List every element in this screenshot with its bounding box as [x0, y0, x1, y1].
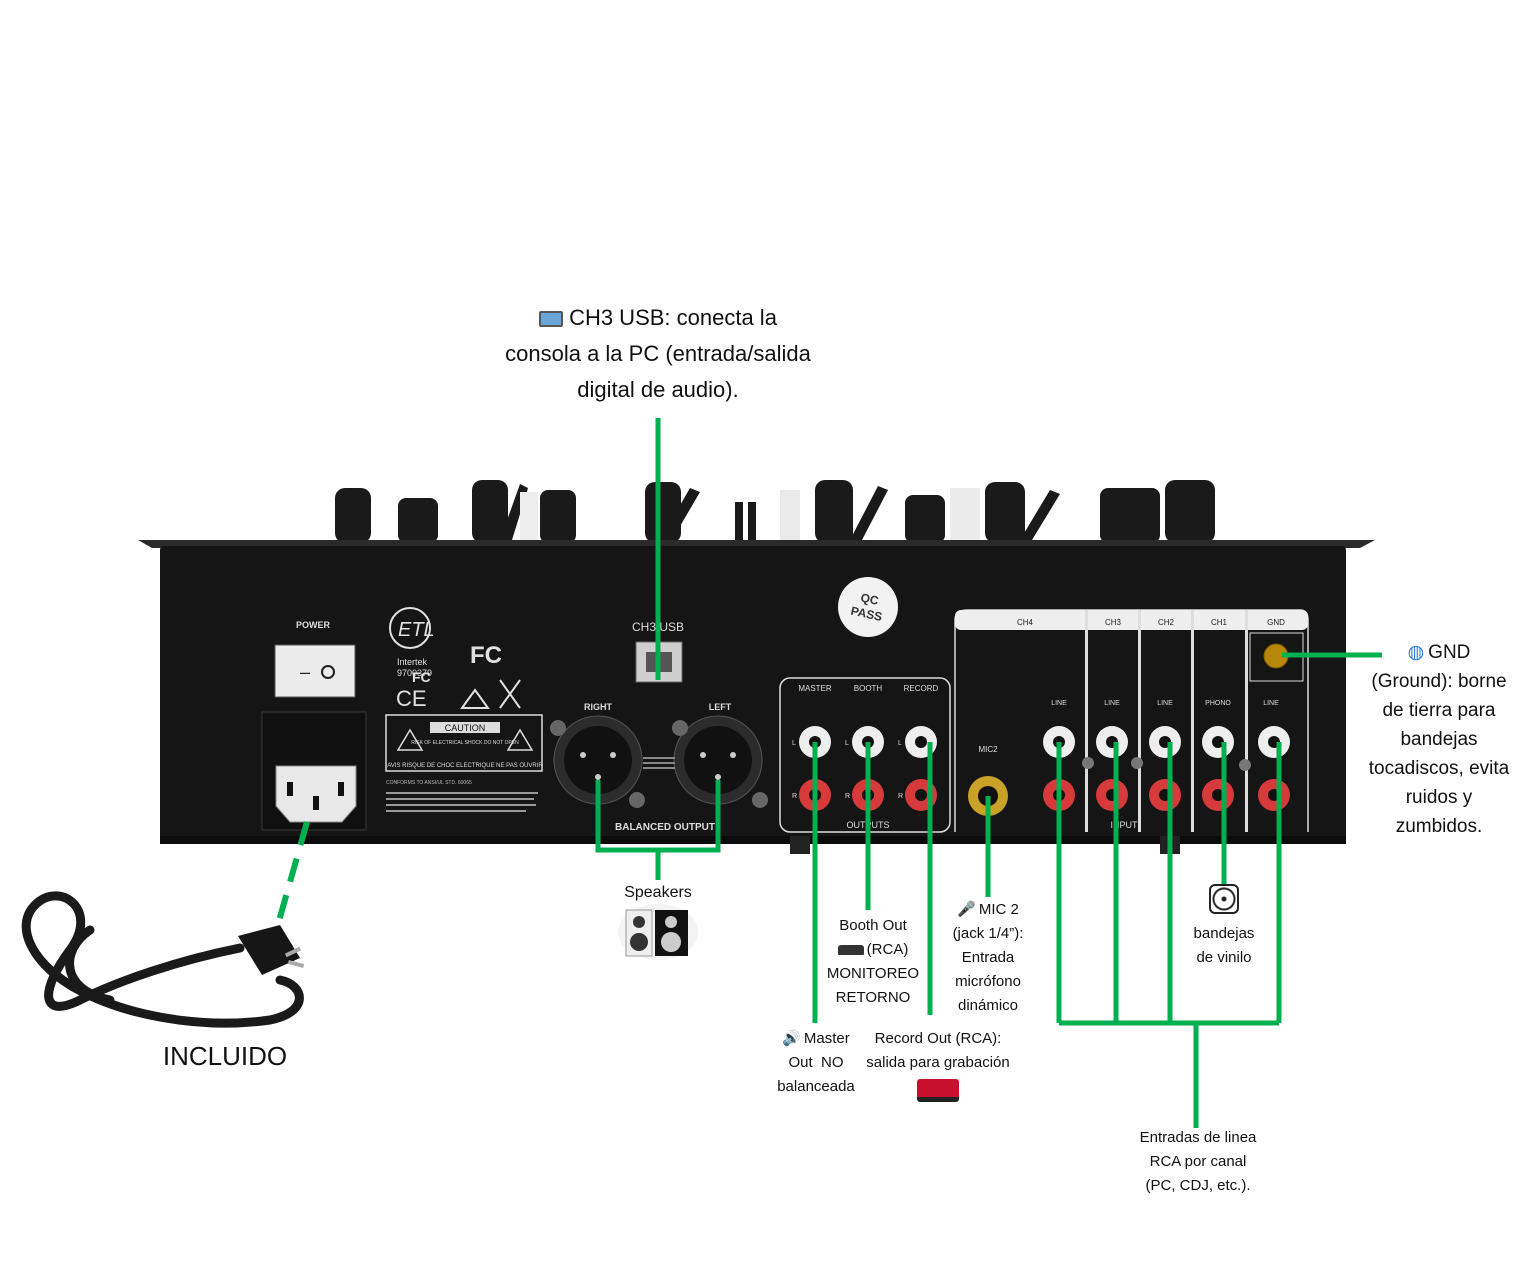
included-label: INCLUIDO: [162, 1041, 288, 1071]
fc-logo: FC: [470, 642, 502, 669]
svg-text:Intertek: Intertek: [397, 657, 428, 667]
power-plug-icon: [238, 925, 305, 975]
gnd-callout-line2: (Ground): borne: [1371, 671, 1507, 692]
power-switch[interactable]: [274, 644, 356, 698]
svg-text:L: L: [792, 740, 796, 747]
turntable-callout-line1: bandejas: [1193, 925, 1255, 942]
svg-text:R: R: [845, 793, 850, 800]
svg-text:CONFORMS TO ANSI/UL STD. 60065: CONFORMS TO ANSI/UL STD. 60065: [386, 780, 472, 786]
qc-pass-sticker: [838, 577, 898, 637]
master-callout-line3: balanceada: [777, 1078, 855, 1095]
outputs-block: [779, 677, 951, 833]
mic-callout: 🎤MIC 2 (jack 1/4”): Entrada micrófono di…: [928, 898, 1048, 1018]
gnd-callout-line6: ruidos y: [1405, 787, 1473, 808]
svg-text:GND: GND: [1267, 618, 1285, 627]
svg-text:CH4: CH4: [1017, 618, 1034, 627]
laptop-icon: [539, 311, 564, 328]
xlr-left-output[interactable]: [673, 715, 763, 805]
svg-text:INPUT: INPUT: [1111, 820, 1139, 830]
gnd-callout-line4: bandejas: [1400, 729, 1478, 750]
turntable-callout-line2: de vinilo: [1196, 949, 1252, 966]
master-callout-line2: Out NO: [788, 1054, 844, 1071]
svg-text:LINE: LINE: [1104, 700, 1120, 707]
usb-callout-line2: consola a la PC (entrada/salida: [505, 341, 811, 366]
svg-text:CH2: CH2: [1158, 618, 1175, 627]
svg-text:RECORD: RECORD: [904, 684, 939, 693]
mic-callout-line4: micrófono: [955, 973, 1021, 990]
recorder-icon: [917, 1079, 959, 1102]
record-callout-line1: Record Out (RCA):: [874, 1030, 1002, 1047]
svg-text:ETL: ETL: [398, 619, 435, 641]
cable-callout: INCLUIDO: [150, 1038, 300, 1074]
record-callout: Record Out (RCA): salida para grabación: [858, 1027, 1018, 1110]
master-callout: 🔊Master Out NO balanceada: [760, 1027, 872, 1099]
certification-marks: ETL FC FC Intertek 9700379 CE: [389, 607, 521, 711]
svg-text:LEFT: LEFT: [709, 702, 732, 712]
svg-text:L: L: [898, 740, 902, 747]
monitor-wedge-icon: [837, 945, 864, 956]
globe-icon: ◍: [1407, 642, 1425, 663]
svg-text:BOOTH: BOOTH: [854, 684, 883, 693]
booth-callout-line3: MONITOREO: [826, 965, 920, 982]
line-callout-line1: Entradas de linea: [1139, 1129, 1257, 1146]
gnd-callout-line5: tocadiscos, evita: [1368, 758, 1510, 779]
turntable-callout: bandejas de vinilo: [1174, 884, 1274, 970]
power-label: POWER: [296, 620, 331, 630]
svg-text:9700379: 9700379: [397, 668, 432, 678]
record-callout-line2: salida para grabación: [866, 1054, 1010, 1071]
svg-text:FC: FC: [412, 669, 431, 685]
svg-text:QC: QC: [859, 590, 880, 608]
power-cable-icon: [21, 891, 304, 1028]
svg-text:RISK OF ELECTRICAL SHOCK DO NO: RISK OF ELECTRICAL SHOCK DO NOT OPEN: [411, 740, 519, 746]
mic-callout-line1: MIC 2: [978, 901, 1019, 918]
speakers-callout: Speakers: [598, 881, 718, 905]
svg-text:CAUTION: CAUTION: [445, 723, 486, 733]
booth-callout-line4: RETORNO: [835, 989, 911, 1006]
top-controls: [335, 480, 1215, 543]
xlr-right-output[interactable]: [553, 715, 643, 805]
mic-callout-line2: (jack 1/4”):: [952, 925, 1024, 942]
speakers-label: Speakers: [624, 884, 692, 901]
svg-text:CH1: CH1: [1211, 618, 1228, 627]
gnd-callout-line1: GND: [1428, 642, 1471, 663]
svg-text:AVIS RISQUE DE CHOC ELECTRIQU: AVIS RISQUE DE CHOC ELECTRIQUE NE PAS OU…: [387, 763, 543, 769]
usb-callout: CH3 USB: conecta la consola a la PC (ent…: [498, 300, 818, 408]
svg-text:LINE: LINE: [1263, 700, 1279, 707]
mic-callout-line5: dinámico: [957, 997, 1019, 1014]
gnd-callout: ◍GND (Ground): borne de tierra para band…: [1364, 638, 1514, 841]
speaker-volume-icon: 🔊: [782, 1030, 801, 1047]
svg-text:R: R: [898, 793, 903, 800]
svg-text:CH3: CH3: [1105, 618, 1122, 627]
svg-text:RIGHT: RIGHT: [584, 702, 613, 712]
svg-text:LINE: LINE: [1157, 700, 1173, 707]
microphone-icon: 🎤: [957, 901, 976, 918]
svg-text:MASTER: MASTER: [798, 684, 832, 693]
turntable-icon: [1209, 884, 1239, 914]
caution-box: [385, 714, 543, 772]
gnd-callout-line3: de tierra para: [1382, 700, 1496, 721]
usb-callout-line3: digital de audio).: [577, 377, 739, 402]
connector-lines: [272, 418, 1382, 1128]
mic-callout-line3: Entrada: [961, 949, 1015, 966]
svg-text:R: R: [792, 793, 797, 800]
booth-callout-line2: (RCA): [866, 941, 909, 958]
svg-text:PASS: PASS: [850, 604, 884, 624]
svg-text:PHONO: PHONO: [1205, 700, 1231, 707]
line-callout-line3: (PC, CDJ, etc.).: [1145, 1177, 1251, 1194]
svg-text:CE: CE: [396, 686, 427, 711]
master-callout-line1: Master: [803, 1030, 850, 1047]
line-callout-line2: RCA por canal: [1149, 1153, 1247, 1170]
gnd-callout-line7: zumbidos.: [1395, 816, 1483, 837]
booth-callout-line1: Booth Out: [839, 917, 907, 934]
speakers-icon: [618, 904, 698, 960]
svg-text:LINE: LINE: [1051, 700, 1067, 707]
svg-text:–: –: [300, 662, 310, 682]
line-inputs-callout: Entradas de linea RCA por canal (PC, CDJ…: [1120, 1126, 1276, 1198]
svg-text:MIC2: MIC2: [978, 745, 998, 754]
svg-text:L: L: [845, 740, 849, 747]
usb-callout-line1: CH3 USB: conecta la: [569, 305, 777, 330]
booth-callout: Booth Out (RCA) MONITOREO RETORNO: [808, 914, 938, 1010]
svg-text:BALANCED OUTPUT: BALANCED OUTPUT: [615, 822, 715, 833]
